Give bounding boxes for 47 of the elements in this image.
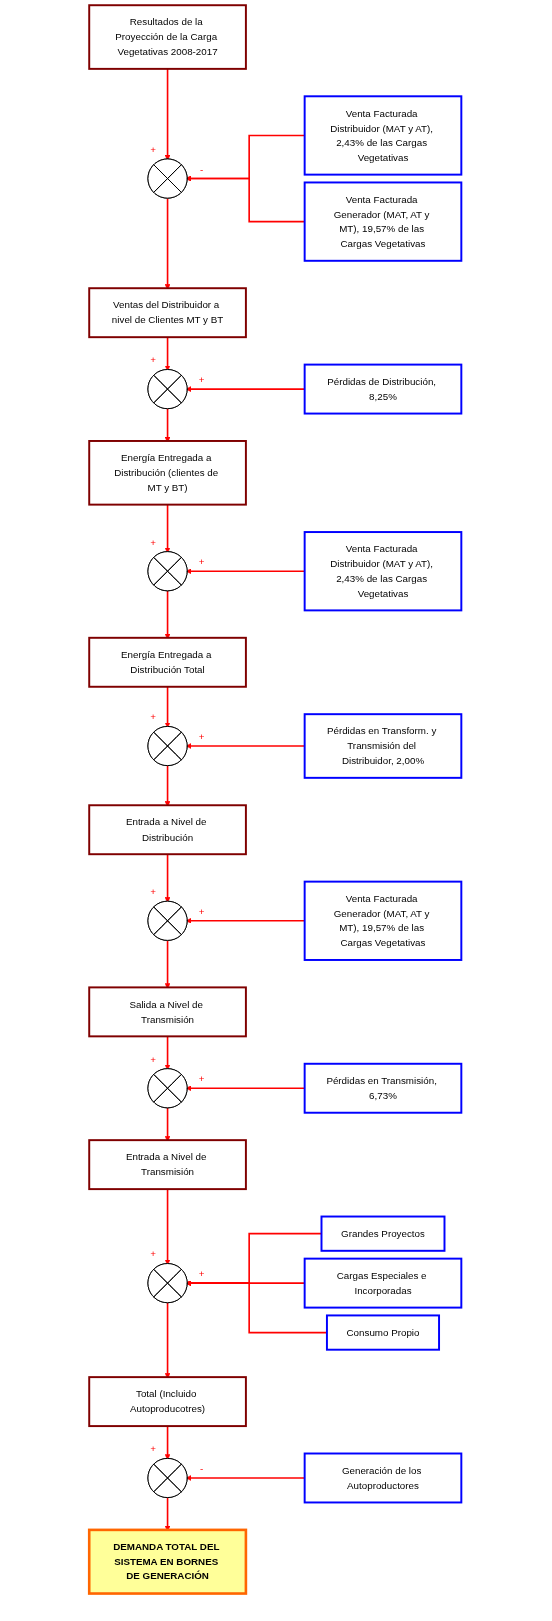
edge-label: + bbox=[150, 143, 157, 155]
node-box: DEMANDA TOTAL DEL SISTEMA EN BORNES DE GENERACIÓN bbox=[88, 1528, 248, 1595]
arrow bbox=[164, 853, 171, 903]
arrow bbox=[164, 1107, 171, 1142]
edge-label: - bbox=[199, 163, 204, 175]
arrow bbox=[164, 197, 171, 290]
edge-label: + bbox=[150, 1053, 157, 1065]
edge-label: + bbox=[198, 556, 205, 568]
node-box: Pérdidas de Distribución, 8,25% bbox=[303, 363, 463, 415]
arrow bbox=[164, 764, 171, 807]
node-box: Grandes Proyectos bbox=[320, 1215, 446, 1252]
arrow bbox=[164, 1425, 171, 1460]
node-box: Total (Incluido Autoproducotres) bbox=[88, 1376, 247, 1428]
edge-label: + bbox=[150, 1443, 157, 1455]
edge-label: - bbox=[199, 1462, 204, 1474]
edge-label: + bbox=[150, 711, 157, 723]
arrow bbox=[164, 685, 171, 728]
edge-label: + bbox=[198, 730, 205, 742]
node-box: Salida a Nivel de Transmisión bbox=[88, 986, 247, 1038]
edge-label: + bbox=[198, 1073, 205, 1085]
node-box: Pérdidas en Transmisión, 6,73% bbox=[303, 1062, 463, 1114]
edge-label: + bbox=[150, 354, 157, 366]
arrow bbox=[164, 939, 171, 989]
arrow bbox=[164, 503, 171, 554]
node-box: Venta Facturada Generador (MAT, AT y MT), 19,57% de las Cargas Vegetativas bbox=[303, 880, 463, 961]
node-box: Venta Facturada Distribuidor (MAT y AT), 2,43% de las Cargas Vegetativas bbox=[303, 95, 463, 176]
node-box: Ventas del Distribuidor a nivel de Clientes MT y BT bbox=[88, 287, 247, 339]
node-box: Venta Facturada Distribuidor (MAT y AT), 2,43% de las Cargas Vegetativas bbox=[303, 531, 463, 612]
node-box: Cargas Especiales e Incorporadas bbox=[303, 1257, 463, 1309]
edge-label: + bbox=[198, 373, 205, 385]
arrow bbox=[164, 1035, 171, 1071]
node-box: Entrada a Nivel de Distribución bbox=[88, 804, 247, 856]
edge-label: + bbox=[198, 905, 205, 917]
edge-label: + bbox=[150, 886, 157, 898]
arrow bbox=[164, 68, 171, 161]
node-box: Generación de los Autoproductores bbox=[303, 1452, 463, 1504]
node-box: Venta Facturada Generador (MAT, AT y MT), 19,57% de las Cargas Vegetativas bbox=[303, 181, 463, 262]
arrow bbox=[164, 1301, 171, 1379]
node-box: Consumo Propio bbox=[326, 1314, 441, 1351]
node-box: Energía Entregada a Distribución Total bbox=[88, 636, 247, 688]
node-box: Entrada a Nivel de Transmisión bbox=[88, 1139, 247, 1191]
edge-label: + bbox=[150, 536, 157, 548]
node-box: Pérdidas en Transform. y Transmisión del Distribuidor, 2,00% bbox=[303, 713, 463, 779]
edge-label: + bbox=[150, 1248, 157, 1260]
node-box: Resultados de la Proyección de la Carga Vegetativas 2008-2017 bbox=[88, 4, 247, 70]
node-box: Energía Entregada a Distribución (clientes de MT y BT) bbox=[88, 440, 247, 506]
edge-label: + bbox=[198, 1267, 205, 1280]
